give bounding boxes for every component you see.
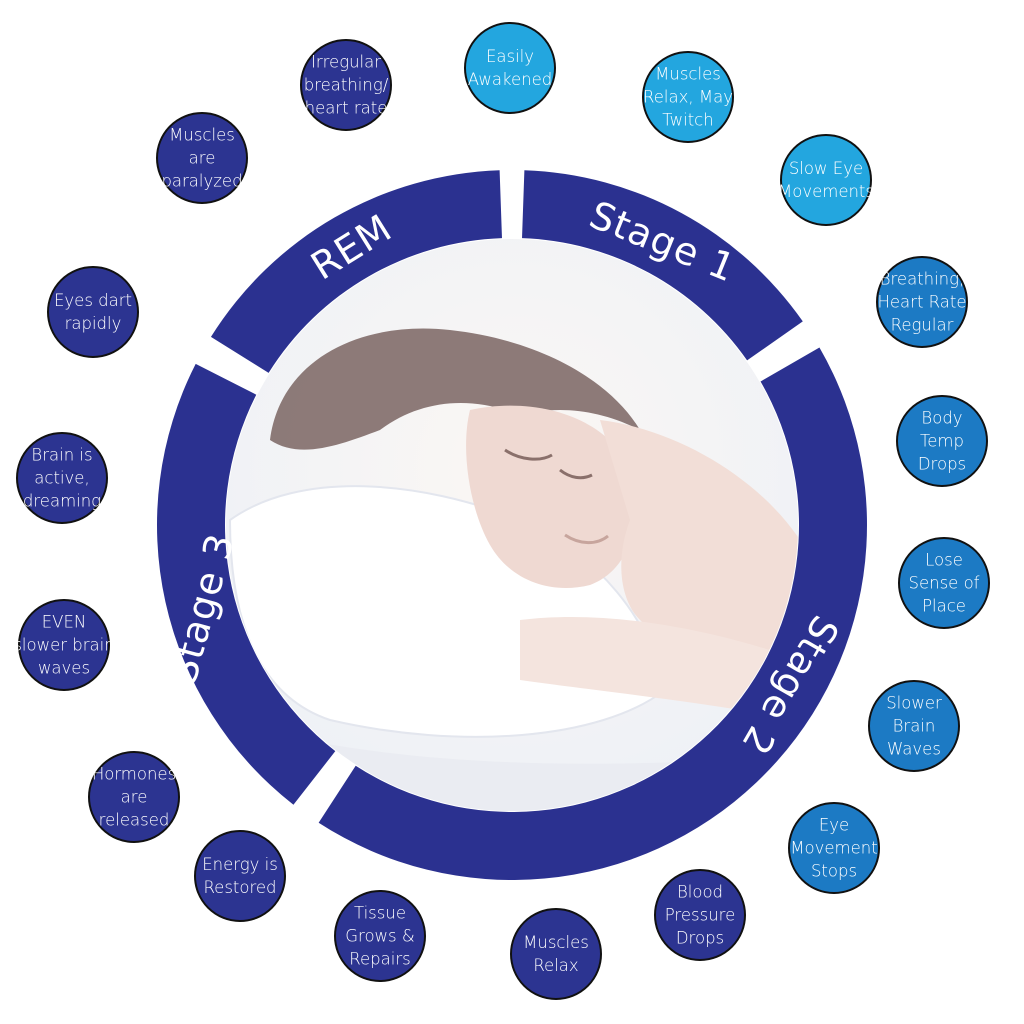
bubble-circle	[47, 266, 139, 358]
bubble-text-line: Body	[921, 409, 962, 428]
bubble-circle	[896, 395, 988, 487]
arm-shape	[600, 420, 798, 700]
bubble-circle	[16, 432, 108, 524]
bubble-hormones-released: Hormones are released	[88, 751, 180, 843]
bubble-text-line: Temp	[920, 432, 964, 451]
bubble-text-line: Grows &	[345, 927, 415, 946]
ring-segment-stage2	[318, 347, 867, 880]
bubble-even-slower-waves: EVEN slower brain waves	[13, 599, 115, 691]
bubble-text-line: Drops	[918, 455, 966, 474]
bubble-text-line: Place	[922, 597, 966, 616]
bubble-text-line: Relax	[533, 956, 578, 975]
bubble-circle	[654, 869, 746, 961]
bubble-energy-restored: Energy is Restored	[194, 830, 286, 922]
bubble-text-line: Twitch	[662, 111, 713, 130]
bubble-circle	[868, 680, 960, 772]
bubble-text-line: Muscles	[523, 933, 589, 952]
bubble-muscles-paralyzed: Muscles are paralyzed	[156, 112, 248, 204]
bubble-text-line: Repairs	[349, 950, 410, 969]
bubble-text-line: Easily	[486, 47, 534, 66]
bubble-text-line: Restored	[203, 878, 276, 897]
bubble-text-line: breathing/	[304, 76, 389, 95]
bubble-text-line: Pressure	[665, 906, 735, 925]
bubble-text-line: Slow Eye	[789, 159, 863, 178]
bubble-text-line: waves	[38, 659, 90, 678]
bubble-circle	[788, 802, 880, 894]
bubble-text-line: Muscles	[655, 65, 721, 84]
bubble-text-line: Movement	[790, 839, 877, 858]
bubble-circle	[18, 599, 110, 691]
bubble-eyes-dart: Eyes dart rapidly	[47, 266, 139, 358]
bubble-text-line: Lose	[925, 551, 963, 570]
bubble-text-line: Brain is	[31, 446, 92, 465]
bubble-circle	[898, 537, 990, 629]
bubble-circle	[194, 830, 286, 922]
bubble-brain-active: Brain is active, dreaming	[16, 432, 108, 524]
bubble-text-line: Movements	[778, 182, 874, 201]
bubble-circle	[780, 134, 872, 226]
bubble-irregular-breathing: Irregular breathing/heart rate	[300, 39, 392, 131]
bubble-text-line: Awakened	[468, 70, 552, 89]
bubble-text-line: Waves	[887, 740, 941, 759]
bubble-text-line: dreaming	[23, 492, 101, 511]
ring-segment-rem	[210, 170, 502, 373]
bubble-text-line: Regular	[891, 316, 954, 335]
bubble-text-line: Breathing,	[880, 270, 965, 289]
bubble-circle	[876, 256, 968, 348]
bubble-text-line: Heart Rate	[877, 293, 966, 312]
bubble-text-line: Sense of	[909, 574, 980, 593]
bubble-text-line: are	[189, 149, 216, 168]
bubble-circle	[642, 51, 734, 143]
bubble-text-line: Brain	[893, 717, 936, 736]
bubble-circle	[334, 890, 426, 982]
bubble-text-line: Eyes dart	[54, 291, 132, 310]
bubble-text-line: Hormones	[92, 765, 176, 784]
bubble-text-line: Slower	[886, 694, 942, 713]
bubble-text-line: Muscles	[169, 126, 235, 145]
hair-shape	[270, 328, 640, 450]
ring-segment-stage1	[522, 170, 803, 361]
bubble-circle	[156, 112, 248, 204]
ring-segment-stage3	[157, 363, 336, 805]
bubble-text-line: Stops	[811, 862, 857, 881]
bubble-text-line: heart rate	[305, 99, 388, 118]
bubble-text-line: Irregular	[311, 53, 381, 72]
bubble-text-line: paralyzed	[161, 172, 242, 191]
bubble-text-line: are	[121, 788, 148, 807]
bubble-text-line: released	[99, 811, 170, 830]
bubble-circle	[300, 39, 392, 131]
bubble-circle	[510, 908, 602, 1000]
bubble-text-line: Energy is	[202, 855, 278, 874]
bubble-text-line: Blood	[677, 883, 723, 902]
bubble-text-line: slower brain	[13, 636, 114, 655]
bubble-circle	[464, 22, 556, 114]
bubble-circle	[88, 751, 180, 843]
bubble-text-line: active,	[34, 469, 89, 488]
bubble-text-line: Eye	[819, 816, 849, 835]
bubble-text-line: Tissue	[354, 904, 406, 923]
bubble-text-line: Drops	[676, 929, 724, 948]
bubble-text-line: EVEN	[42, 613, 86, 632]
bubble-text-line: rapidly	[65, 314, 122, 333]
bubble-text-line: Relax, May	[643, 88, 733, 107]
center-photo	[226, 239, 798, 811]
